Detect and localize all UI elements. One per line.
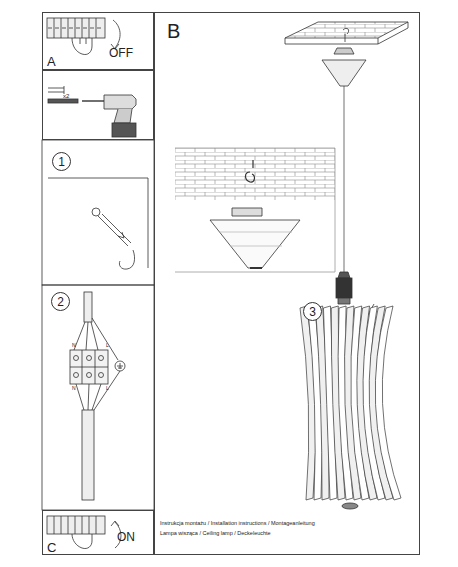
lampshade [300, 306, 401, 509]
step-panel [42, 140, 154, 285]
hook-install [48, 178, 148, 269]
callout-number: 2 [51, 292, 70, 311]
callout-number: 3 [309, 306, 316, 318]
main-panel: B3 [154, 12, 420, 555]
wire-label: N [72, 386, 76, 391]
step-panel: C ON [42, 510, 154, 555]
panel-label: x2 [63, 93, 69, 99]
panel-label: OFF [109, 47, 133, 59]
step-panel [42, 285, 154, 510]
callout-number: 1 [52, 152, 71, 171]
detail-inset [175, 148, 335, 272]
shade-slat [375, 306, 401, 500]
callout-number: 3 [303, 302, 322, 321]
footer-note: Instrukcja montażu / Installation instru… [160, 521, 315, 527]
panel-label: ON [117, 531, 135, 543]
drill-and-plugs [48, 86, 136, 137]
wire-label: L [106, 343, 109, 348]
panel-label: B [167, 21, 180, 41]
wire-label: L [106, 386, 109, 391]
callout-number: 2 [57, 296, 64, 308]
footer-note: Lampa wisząca / Ceiling lamp / Deckeleuc… [160, 531, 271, 537]
step-panel: x2 [42, 70, 154, 140]
step-panel: A OFF [42, 12, 154, 70]
ceiling-plate [285, 22, 408, 44]
switch-on-icon [47, 516, 121, 549]
panel-label: A [47, 55, 56, 68]
panel-label: C [47, 541, 56, 554]
finial [342, 503, 358, 509]
socket [336, 272, 352, 304]
wire-label: N [72, 343, 76, 348]
wiring-terminal [70, 292, 125, 500]
callout-number: 1 [58, 156, 65, 168]
